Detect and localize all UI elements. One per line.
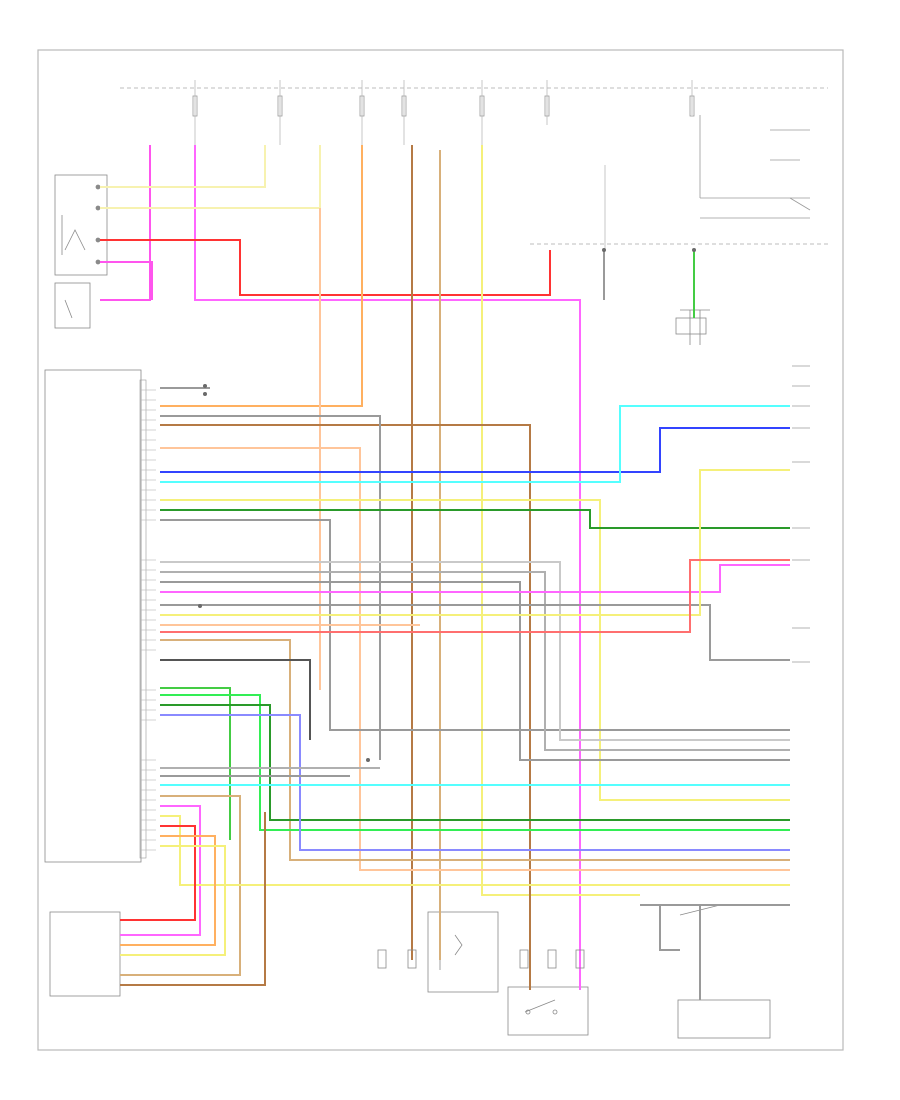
right-terminals [792,365,810,663]
wire-orange-a [160,145,363,407]
wires [100,145,790,1000]
wire-yellow-4 [120,845,226,956]
wire-tan-2 [160,639,790,861]
wire-black-1 [160,659,311,740]
wire-gray-5 [160,571,790,751]
wire-pink-c [100,261,153,300]
wire-yellow-1 [160,499,790,801]
wire-yellow-3 [160,815,790,886]
ac-compressor-relay [427,911,499,993]
wire-cyan-1 [160,405,790,483]
wire-pink-d [160,564,790,593]
left-upper-module [54,174,108,276]
wire-gray-2 [160,415,381,760]
left-lower-module [49,911,121,997]
fuse-group [192,95,695,117]
wire-orange-c [120,835,216,946]
wire-gray-6 [160,581,790,761]
wire-red-1 [160,559,790,633]
ac-compressor [507,986,589,1036]
fuse-drops [194,80,693,250]
wire-pink-a [100,145,151,301]
ecm-block [44,369,147,863]
top-right-relay [699,115,811,219]
wire-gray-7 [160,604,790,661]
wire-pink-e [120,805,201,936]
wire-brown-c [120,812,266,986]
junctions [198,248,696,762]
wire-green-3 [160,694,790,831]
wire-green-1 [160,509,790,529]
wire-violet-1 [160,427,790,473]
wire-yellow-a [481,145,640,896]
wire-gray-10 [640,904,701,1000]
wire-cream-a [100,145,266,188]
diagram-frame [37,49,844,1051]
wire-green-2 [160,687,231,840]
wire-green-4 [160,704,790,821]
wire-cream-b [100,145,321,209]
wire-yellow-2 [160,469,790,616]
wire-gray-4 [160,561,790,741]
ecm-pin-stubs [141,389,156,851]
wire-brown-b [160,424,531,990]
wire-peach-1 [160,447,790,871]
wire-gray-11 [659,905,680,951]
wire-pink-b [194,145,581,990]
wire-red [100,239,551,296]
compressor-connector [675,309,710,345]
ground-switch [54,282,91,329]
wire-red-2 [120,825,196,921]
wire-violet-2 [160,714,790,851]
right-lower-switch [677,904,771,1039]
bottom-connectors [377,949,585,969]
